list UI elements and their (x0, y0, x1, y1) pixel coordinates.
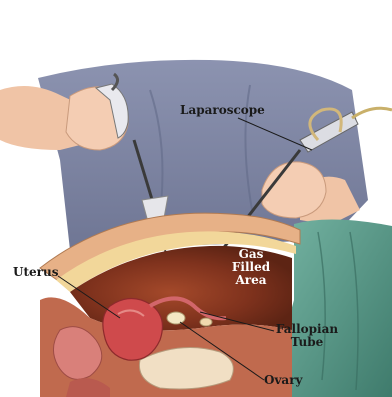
surgical-drape (285, 219, 392, 397)
label-gas-line3: Area (226, 274, 276, 287)
ovary (167, 312, 185, 324)
label-fallopian-line2: Tube (271, 336, 343, 349)
label-uterus: Uterus (13, 266, 58, 279)
label-laparoscope: Laparoscope (180, 104, 265, 117)
ovary-right (200, 318, 212, 326)
uterus (103, 298, 163, 360)
laparoscope-cable (352, 108, 392, 118)
label-fallopian-tube: Fallopian Tube (271, 323, 343, 349)
pubic-bone (139, 348, 233, 390)
label-ovary: Ovary (264, 374, 303, 387)
label-gas-filled-area: Gas Filled Area (226, 248, 276, 287)
